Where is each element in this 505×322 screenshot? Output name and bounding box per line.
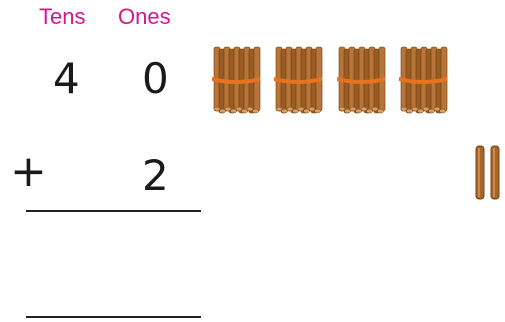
- addend-two-ones-digit: 2: [142, 155, 169, 197]
- answer-line: [26, 316, 201, 318]
- ten-stick-bundle-icon: [211, 45, 261, 115]
- ten-stick-bundle-icon: [398, 45, 448, 115]
- ones-column-label: Ones: [118, 4, 171, 30]
- single-stick-icon: [474, 145, 486, 200]
- single-stick-icon: [489, 145, 501, 200]
- sum-line: [26, 210, 201, 212]
- addend-one-ones-digit: 0: [142, 58, 169, 100]
- tens-column-label: Tens: [39, 4, 85, 30]
- plus-sign: +: [10, 150, 47, 194]
- addend-one-tens-digit: 4: [53, 58, 80, 100]
- ten-stick-bundle-icon: [336, 45, 386, 115]
- ten-stick-bundle-icon: [273, 45, 323, 115]
